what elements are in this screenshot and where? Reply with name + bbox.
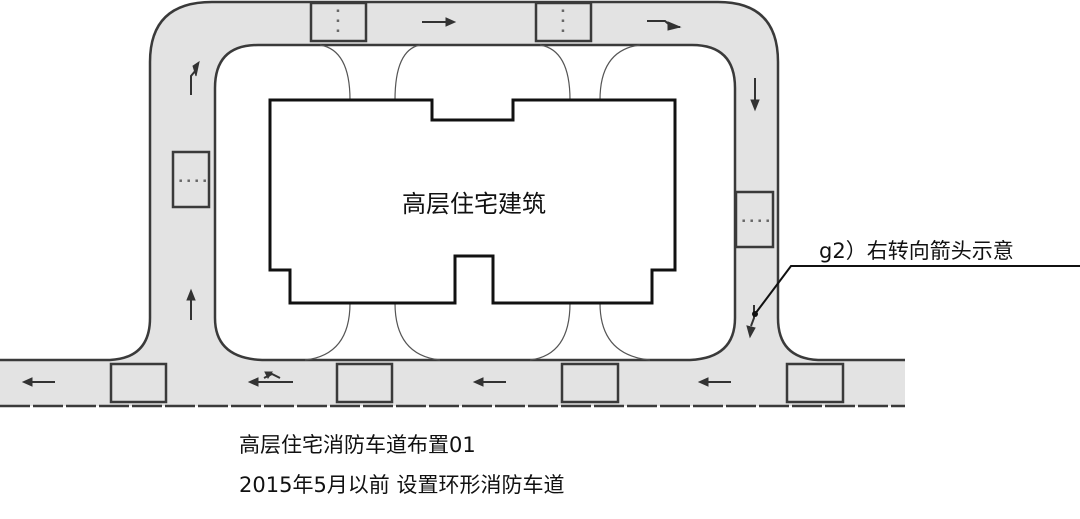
caption-title: 高层住宅消防车道布置01 [239,433,476,457]
u-turn-arrow-icon [247,371,293,387]
svg-text:▪: ▪ [561,28,564,34]
rescue-pads: ▪ ▪ ▪ ▪ ▪ ▪ ▪ ▪ ▪ ▪ ▪ ▪ ▪ ▪ [109,1,845,404]
straight-arrow-icon [750,78,760,112]
straight-arrow-icon [472,377,506,387]
rescue-pad-icon: ▪ ▪ ▪ ▪ [171,150,211,209]
diagram-caption: 高层住宅消防车道布置01 2015年5月以前 设置环形消防车道 [239,433,564,497]
svg-text:▪: ▪ [742,218,745,224]
svg-text:▪: ▪ [336,28,339,34]
caption-subtitle: 2015年5月以前 设置环形消防车道 [239,473,564,497]
svg-text:▪: ▪ [195,178,198,184]
rescue-pad-icon [335,362,394,404]
straight-arrow-icon [21,377,55,387]
straight-arrow-icon [697,377,731,387]
straight-arrow-icon [186,288,196,320]
rescue-pad-icon: ▪ ▪ ▪ [309,1,368,43]
right-turn-arrow-icon [746,305,756,339]
rescue-pad-icon: ▪ ▪ ▪ ▪ [734,190,775,249]
svg-text:▪: ▪ [203,178,206,184]
svg-text:▪: ▪ [766,218,769,224]
rescue-pad-icon [109,362,168,404]
traffic-arrows [21,17,760,387]
rescue-pad-icon: ▪ ▪ ▪ [534,1,593,43]
callout-label: g2）右转向箭头示意 [819,239,1014,263]
svg-text:▪: ▪ [750,218,753,224]
straight-arrow-icon [422,17,457,27]
building-label: 高层住宅建筑 [402,190,546,218]
rescue-pad-icon [560,362,620,404]
right-turn-arrow-icon [190,60,200,95]
high-rise-building: 高层住宅建筑 [268,98,677,305]
svg-text:▪: ▪ [758,218,761,224]
building-clearance-arcs [304,44,651,361]
svg-text:▪: ▪ [336,18,339,24]
svg-text:▪: ▪ [561,8,564,14]
svg-text:▪: ▪ [179,178,182,184]
road-edges [0,0,905,408]
right-turn-callout: g2）右转向箭头示意 [752,239,1080,317]
svg-text:▪: ▪ [187,178,190,184]
svg-text:▪: ▪ [336,8,339,14]
svg-text:▪: ▪ [561,18,564,24]
right-turn-arrow-icon [647,20,682,31]
rescue-pad-icon [785,362,845,404]
